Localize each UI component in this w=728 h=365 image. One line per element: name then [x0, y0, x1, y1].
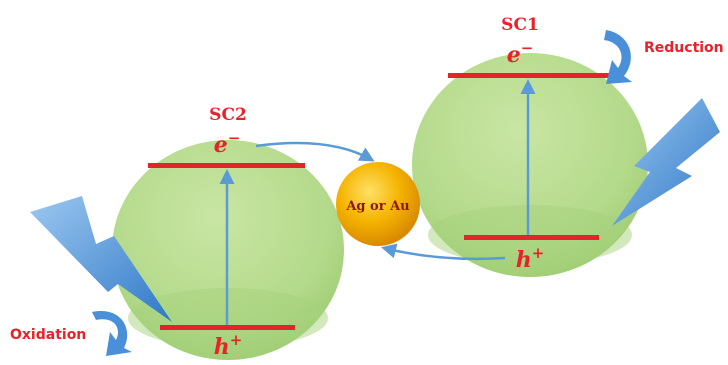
sc2-label: SC2: [209, 105, 247, 125]
nanoparticle-label: Ag or Au: [345, 199, 409, 214]
hole-transfer-arrow: [381, 243, 506, 261]
sc2-electron-label: e−: [214, 129, 241, 158]
sc2-valence-band: [160, 325, 295, 330]
nanoparticle: Ag or Au: [336, 162, 420, 246]
reduction-curved-arrow-icon: [604, 30, 632, 84]
reduction-label: Reduction: [644, 40, 724, 56]
sc1-label: SC1: [501, 15, 539, 35]
oxidation-curved-arrow-icon: [92, 310, 132, 356]
sc2-conduction-band: [148, 163, 305, 168]
sc1-particle: [412, 53, 648, 277]
sc1-lightning-icon: [612, 98, 720, 226]
sc1-electron-label: e−: [507, 39, 534, 68]
sc2-hole-label: h+: [214, 331, 243, 360]
sc2-lightning-icon: [30, 196, 172, 322]
electron-transfer-arrow: [255, 141, 375, 162]
sc1-hole-label: h+: [516, 244, 545, 273]
nanoparticle-sphere: [336, 162, 420, 246]
sc1-conduction-band: [448, 73, 610, 78]
sc1-valence-band: [464, 235, 599, 240]
oxidation-label: Oxidation: [10, 327, 86, 343]
